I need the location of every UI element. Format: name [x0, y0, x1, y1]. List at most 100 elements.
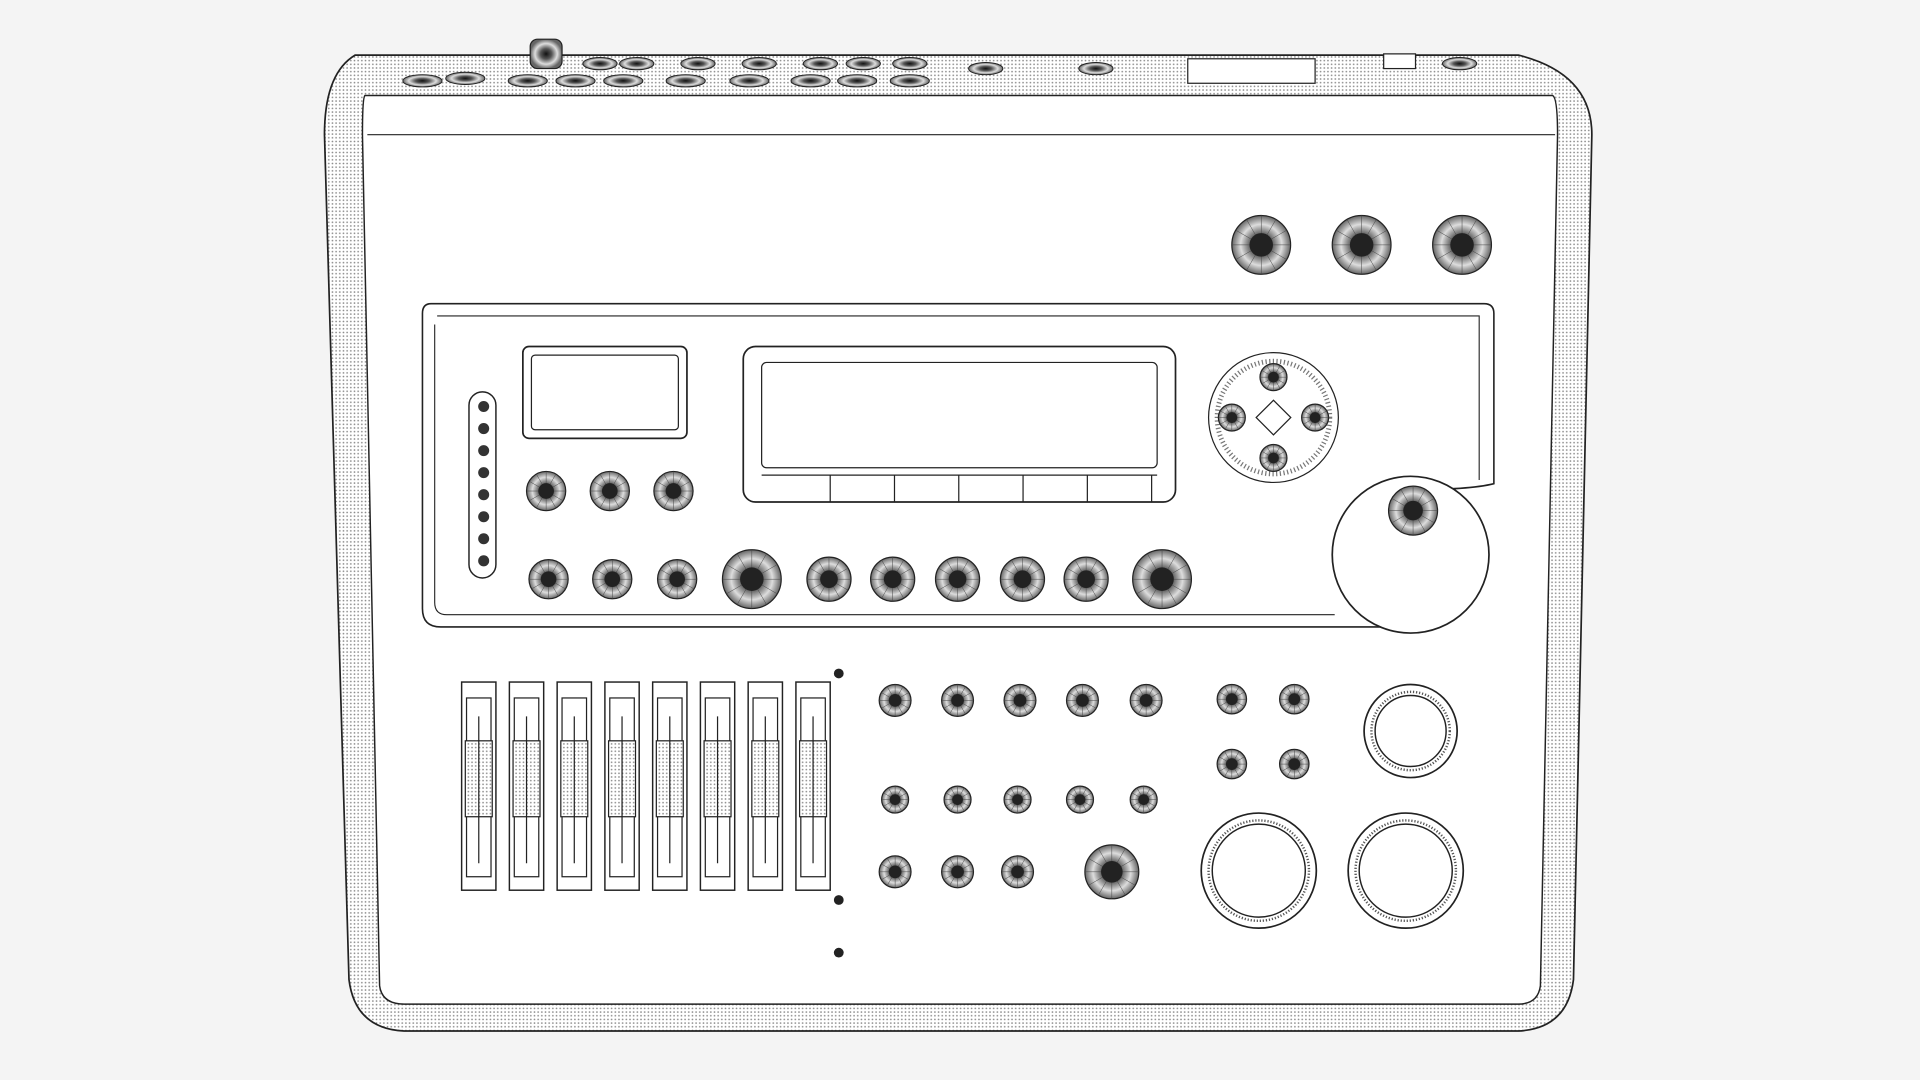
- round-button[interactable]: [1347, 812, 1465, 930]
- top-jack[interactable]: [845, 57, 881, 71]
- knob-center: [1225, 693, 1238, 706]
- fader-4[interactable]: [604, 681, 640, 891]
- top-jack[interactable]: [968, 61, 1004, 76]
- knob-center: [1139, 694, 1153, 707]
- small-button[interactable]: [1216, 748, 1248, 780]
- small-button[interactable]: [1278, 748, 1310, 780]
- fader-1[interactable]: [460, 681, 497, 891]
- fader-2[interactable]: [508, 681, 545, 891]
- usb-port[interactable]: [1187, 58, 1316, 84]
- cursor-pad[interactable]: [1207, 352, 1339, 484]
- top-jack[interactable]: [680, 57, 716, 71]
- top-jack[interactable]: [402, 74, 443, 88]
- fader-5[interactable]: [651, 681, 688, 891]
- top-jack[interactable]: [1441, 57, 1478, 71]
- fader-6[interactable]: [699, 681, 736, 891]
- indicator-dot: [833, 895, 844, 905]
- pad-button[interactable]: [943, 785, 972, 814]
- fader-8[interactable]: [795, 681, 831, 891]
- top-jack[interactable]: [555, 74, 596, 88]
- function-knob[interactable]: [999, 556, 1046, 602]
- knob-center: [1225, 758, 1238, 770]
- function-knob[interactable]: [806, 556, 852, 602]
- function-knob[interactable]: [1132, 549, 1193, 610]
- function-knob[interactable]: [656, 558, 698, 600]
- pad-button[interactable]: [941, 855, 975, 889]
- pad-button[interactable]: [1065, 785, 1095, 814]
- top-jack[interactable]: [445, 71, 486, 85]
- led-indicator: [478, 489, 490, 501]
- pad-button[interactable]: [1065, 683, 1099, 717]
- function-knob[interactable]: [589, 470, 630, 512]
- top-jack[interactable]: [582, 57, 618, 71]
- knob-center: [948, 570, 967, 588]
- top-right-knob[interactable]: [1231, 214, 1292, 275]
- pad-knob[interactable]: [1084, 844, 1140, 900]
- knob-center: [952, 794, 963, 805]
- function-knob[interactable]: [721, 549, 782, 610]
- function-knob[interactable]: [934, 556, 981, 602]
- top-right-knob[interactable]: [1331, 214, 1392, 275]
- top-jack[interactable]: [729, 74, 770, 88]
- pad-button[interactable]: [1003, 785, 1032, 814]
- top-jack[interactable]: [892, 57, 928, 71]
- round-button[interactable]: [1200, 812, 1318, 930]
- cursor-enter-button[interactable]: [1255, 399, 1292, 436]
- pad-button[interactable]: [1129, 683, 1163, 717]
- knob-center: [1249, 233, 1273, 257]
- power-switch[interactable]: [1383, 53, 1417, 70]
- top-jack[interactable]: [603, 74, 644, 88]
- cursor-down-button[interactable]: [1259, 443, 1288, 473]
- knob-center: [604, 571, 621, 588]
- main-display: [742, 345, 1177, 503]
- function-knob[interactable]: [653, 470, 694, 512]
- fader-7[interactable]: [747, 681, 784, 891]
- round-button[interactable]: [1363, 683, 1458, 779]
- top-jack[interactable]: [665, 74, 706, 88]
- function-knob[interactable]: [592, 558, 633, 600]
- round-button-inner: [1374, 694, 1447, 768]
- top-jack[interactable]: [837, 74, 878, 88]
- knob-center: [1288, 758, 1301, 770]
- pad-button[interactable]: [1003, 683, 1037, 717]
- cursor-right-button[interactable]: [1301, 403, 1330, 432]
- led-indicator: [478, 555, 490, 567]
- pad-button[interactable]: [881, 785, 910, 814]
- top-jack[interactable]: [741, 57, 777, 71]
- knob-center: [1288, 693, 1301, 706]
- top-jack[interactable]: [889, 74, 930, 88]
- function-knob[interactable]: [1063, 556, 1109, 602]
- round-button-inner: [1358, 823, 1453, 918]
- fader-3[interactable]: [556, 681, 593, 891]
- function-knob[interactable]: [525, 470, 567, 512]
- top-jack[interactable]: [507, 74, 548, 88]
- top-right-knob[interactable]: [1432, 214, 1493, 275]
- top-jack[interactable]: [1078, 61, 1114, 76]
- pad-button[interactable]: [878, 683, 912, 717]
- pad-button[interactable]: [1129, 785, 1158, 814]
- pad-button[interactable]: [941, 683, 975, 717]
- function-knob[interactable]: [870, 556, 916, 602]
- pad-button[interactable]: [1001, 855, 1035, 889]
- small-button[interactable]: [1216, 683, 1248, 715]
- small-button[interactable]: [1278, 683, 1310, 715]
- value-dial[interactable]: [1331, 475, 1490, 634]
- knob-center: [888, 694, 902, 707]
- top-jack[interactable]: [619, 57, 655, 71]
- pad-button[interactable]: [878, 855, 912, 889]
- value-dial-body[interactable]: [1331, 475, 1490, 634]
- knob-center: [820, 570, 838, 588]
- knob-center: [1013, 694, 1027, 707]
- knob-center: [1349, 233, 1374, 257]
- top-jack[interactable]: [790, 74, 831, 88]
- knob-center: [1077, 570, 1095, 588]
- knob-center: [538, 483, 554, 499]
- knob-center: [1012, 794, 1023, 805]
- top-jack[interactable]: [802, 57, 839, 71]
- cursor-up-button[interactable]: [1259, 363, 1288, 392]
- top-volume-knob[interactable]: [529, 38, 563, 70]
- value-dial-grip[interactable]: [1387, 485, 1439, 536]
- function-knob[interactable]: [528, 558, 569, 600]
- cursor-left-button[interactable]: [1217, 403, 1246, 432]
